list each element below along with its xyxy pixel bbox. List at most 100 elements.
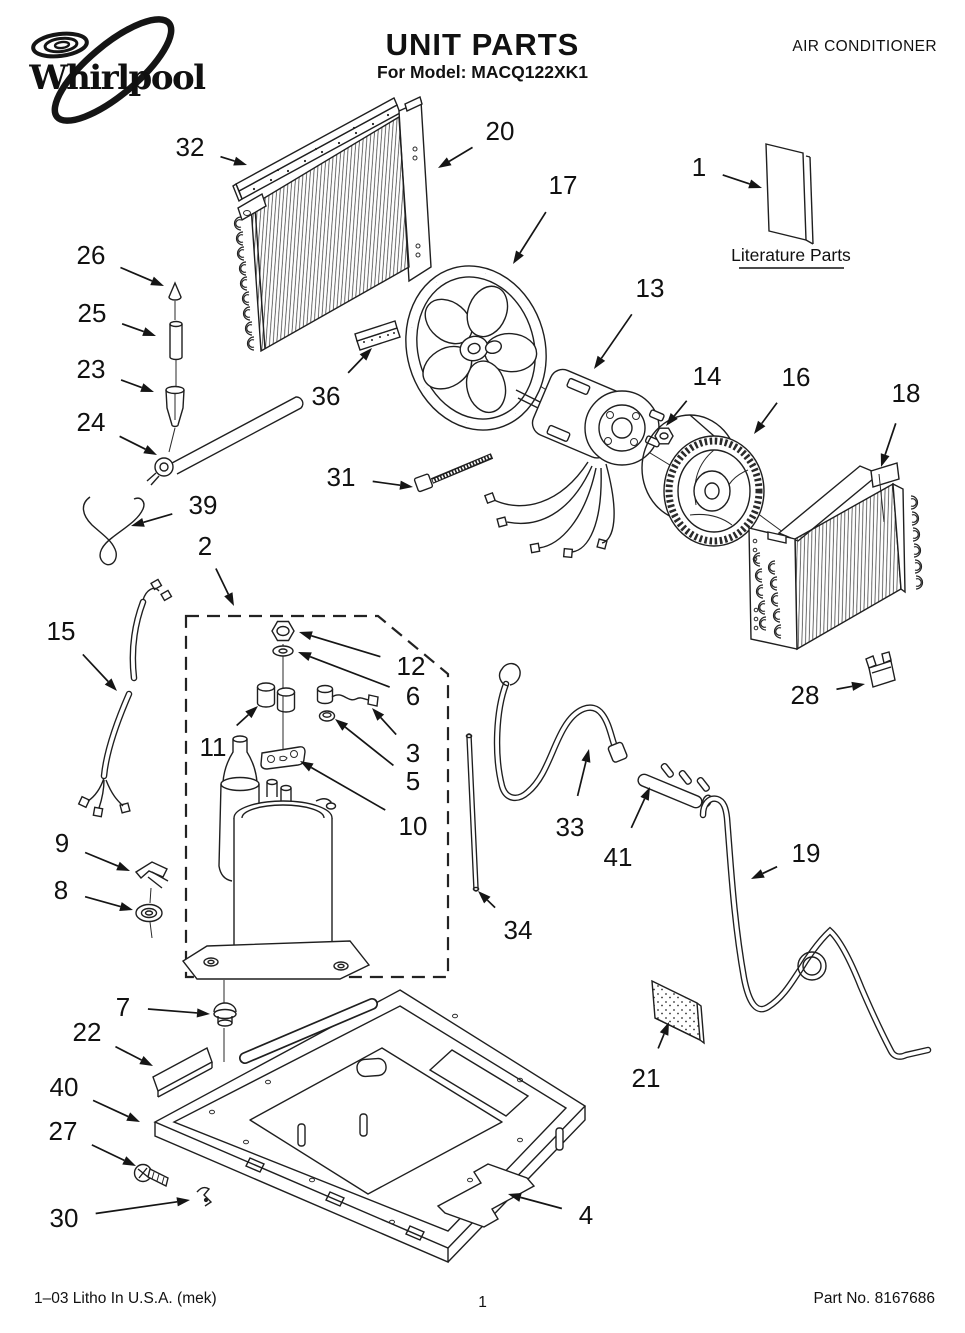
callout-arrowhead xyxy=(880,453,890,467)
callout-arrowhead xyxy=(751,869,765,879)
part-number-label: 41 xyxy=(604,842,633,872)
compressor-body-drawing xyxy=(181,735,371,980)
overload-protector-drawing xyxy=(316,684,379,707)
part-number-label: 40 xyxy=(50,1072,79,1102)
callout-40: 40 xyxy=(50,1072,140,1122)
callout-7: 7 xyxy=(116,992,210,1022)
brand-name: Whirlpool xyxy=(28,58,206,98)
model-line: For Model: MACQ122XK1 xyxy=(377,62,588,82)
part-number-label: 9 xyxy=(55,828,69,858)
small-grommet-drawing xyxy=(318,710,336,722)
part-number-label: 24 xyxy=(77,407,106,437)
callout-leader-line xyxy=(119,435,146,450)
callout-arrowhead xyxy=(245,706,258,719)
callout-arrowhead xyxy=(150,276,164,286)
callout-leader-line xyxy=(309,655,390,688)
callout-arrowhead xyxy=(299,631,313,641)
callout-leader-line xyxy=(115,1045,142,1061)
compressor-washer-drawing xyxy=(272,645,294,657)
formed-tube-drawing xyxy=(699,795,932,1060)
callout-arrowhead xyxy=(508,1192,522,1202)
callout-leader-line xyxy=(520,1196,563,1210)
mount-grommet-drawing xyxy=(213,1002,237,1027)
callout-arrowhead xyxy=(659,1022,669,1036)
callout-leader-line xyxy=(84,895,121,908)
callout-24: 24 xyxy=(77,407,157,455)
callout-5: 5 xyxy=(335,719,420,796)
part-number-label: 5 xyxy=(406,766,420,796)
clip-drawing xyxy=(134,861,169,904)
callout-arrowhead xyxy=(143,445,157,455)
part-number-label: 10 xyxy=(399,811,428,841)
callout-12: 12 xyxy=(299,631,425,681)
callout-arrowhead xyxy=(298,652,312,661)
fan-blade-drawing xyxy=(405,265,547,431)
callout-arrowhead xyxy=(666,413,678,426)
callout-arrowhead xyxy=(224,592,234,606)
part-number-label: 6 xyxy=(406,681,420,711)
small-clip-drawing xyxy=(196,1186,213,1207)
part-number-label: 11 xyxy=(200,732,227,762)
hairpin-tube-drawing xyxy=(146,396,304,486)
callout-leader-line xyxy=(120,266,153,282)
mounting-block-drawing xyxy=(354,320,401,351)
callout-arrowhead xyxy=(122,1156,136,1166)
page-number: 1 xyxy=(478,1294,487,1311)
callout-15: 15 xyxy=(47,616,117,691)
part-number-label: 32 xyxy=(176,132,205,162)
callout-14: 14 xyxy=(666,361,721,426)
mounting-bracket-drawing xyxy=(260,746,306,770)
callout-18: 18 xyxy=(880,378,921,467)
callout-leader-line xyxy=(600,313,633,359)
callout-leader-line xyxy=(147,1008,198,1014)
callout-leader-line xyxy=(121,323,145,333)
part-number-label: 30 xyxy=(50,1203,79,1233)
part-number-label: 25 xyxy=(78,298,107,328)
litho-note: 1–03 Litho In U.S.A. (mek) xyxy=(34,1290,217,1307)
part-number-label: 19 xyxy=(792,838,821,868)
callout-arrowhead xyxy=(640,787,650,801)
part-number-label: 12 xyxy=(397,651,426,681)
callout-16: 16 xyxy=(754,362,810,434)
coil-clip-drawing xyxy=(865,651,896,688)
appliance-category: AIR CONDITIONER xyxy=(792,38,937,55)
callout-leader-line xyxy=(486,899,496,909)
callout-27: 27 xyxy=(49,1116,136,1166)
part-number-label: 7 xyxy=(116,992,130,1022)
callout-32: 32 xyxy=(176,132,247,166)
wire-hook-drawing xyxy=(82,496,145,566)
callout-leader-line xyxy=(311,634,381,658)
callout-6: 6 xyxy=(298,652,420,711)
washer-grommet-drawing xyxy=(135,903,163,939)
callout-leader-line xyxy=(372,480,401,487)
callout-25: 25 xyxy=(78,298,156,336)
callout-leader-line xyxy=(310,766,386,811)
callout-leader-line xyxy=(448,146,473,163)
callout-arrowhead xyxy=(116,861,130,871)
callout-leader-line xyxy=(220,155,235,162)
callout-9: 9 xyxy=(55,828,130,871)
callout-19: 19 xyxy=(751,838,820,879)
callout-28: 28 xyxy=(791,680,865,710)
condenser-coil-drawing xyxy=(232,96,432,353)
callout-arrowhead xyxy=(851,681,865,691)
pan-tabs xyxy=(297,1113,564,1151)
compressor-assembly-drawing xyxy=(181,620,379,1062)
foam-seal-drawing xyxy=(152,1046,213,1098)
callout-leader-line xyxy=(82,653,109,683)
part-number-label: 27 xyxy=(49,1116,78,1146)
callout-leader-line xyxy=(215,568,230,595)
part-number-label: 28 xyxy=(791,680,820,710)
end-plate-holes xyxy=(412,146,421,258)
callout-26: 26 xyxy=(77,240,164,286)
callout-arrowhead xyxy=(139,1055,153,1066)
condenser-return-bends xyxy=(233,216,255,351)
callout-arrowhead xyxy=(196,1008,210,1018)
part-number-label: 21 xyxy=(632,1063,661,1093)
callout-arrowhead xyxy=(233,156,247,166)
callout-leader-line xyxy=(519,211,547,254)
callout-4: 4 xyxy=(508,1192,593,1230)
part-number-label: 18 xyxy=(892,378,921,408)
part-number-label: 14 xyxy=(693,361,722,391)
callout-36: 36 xyxy=(312,348,372,411)
